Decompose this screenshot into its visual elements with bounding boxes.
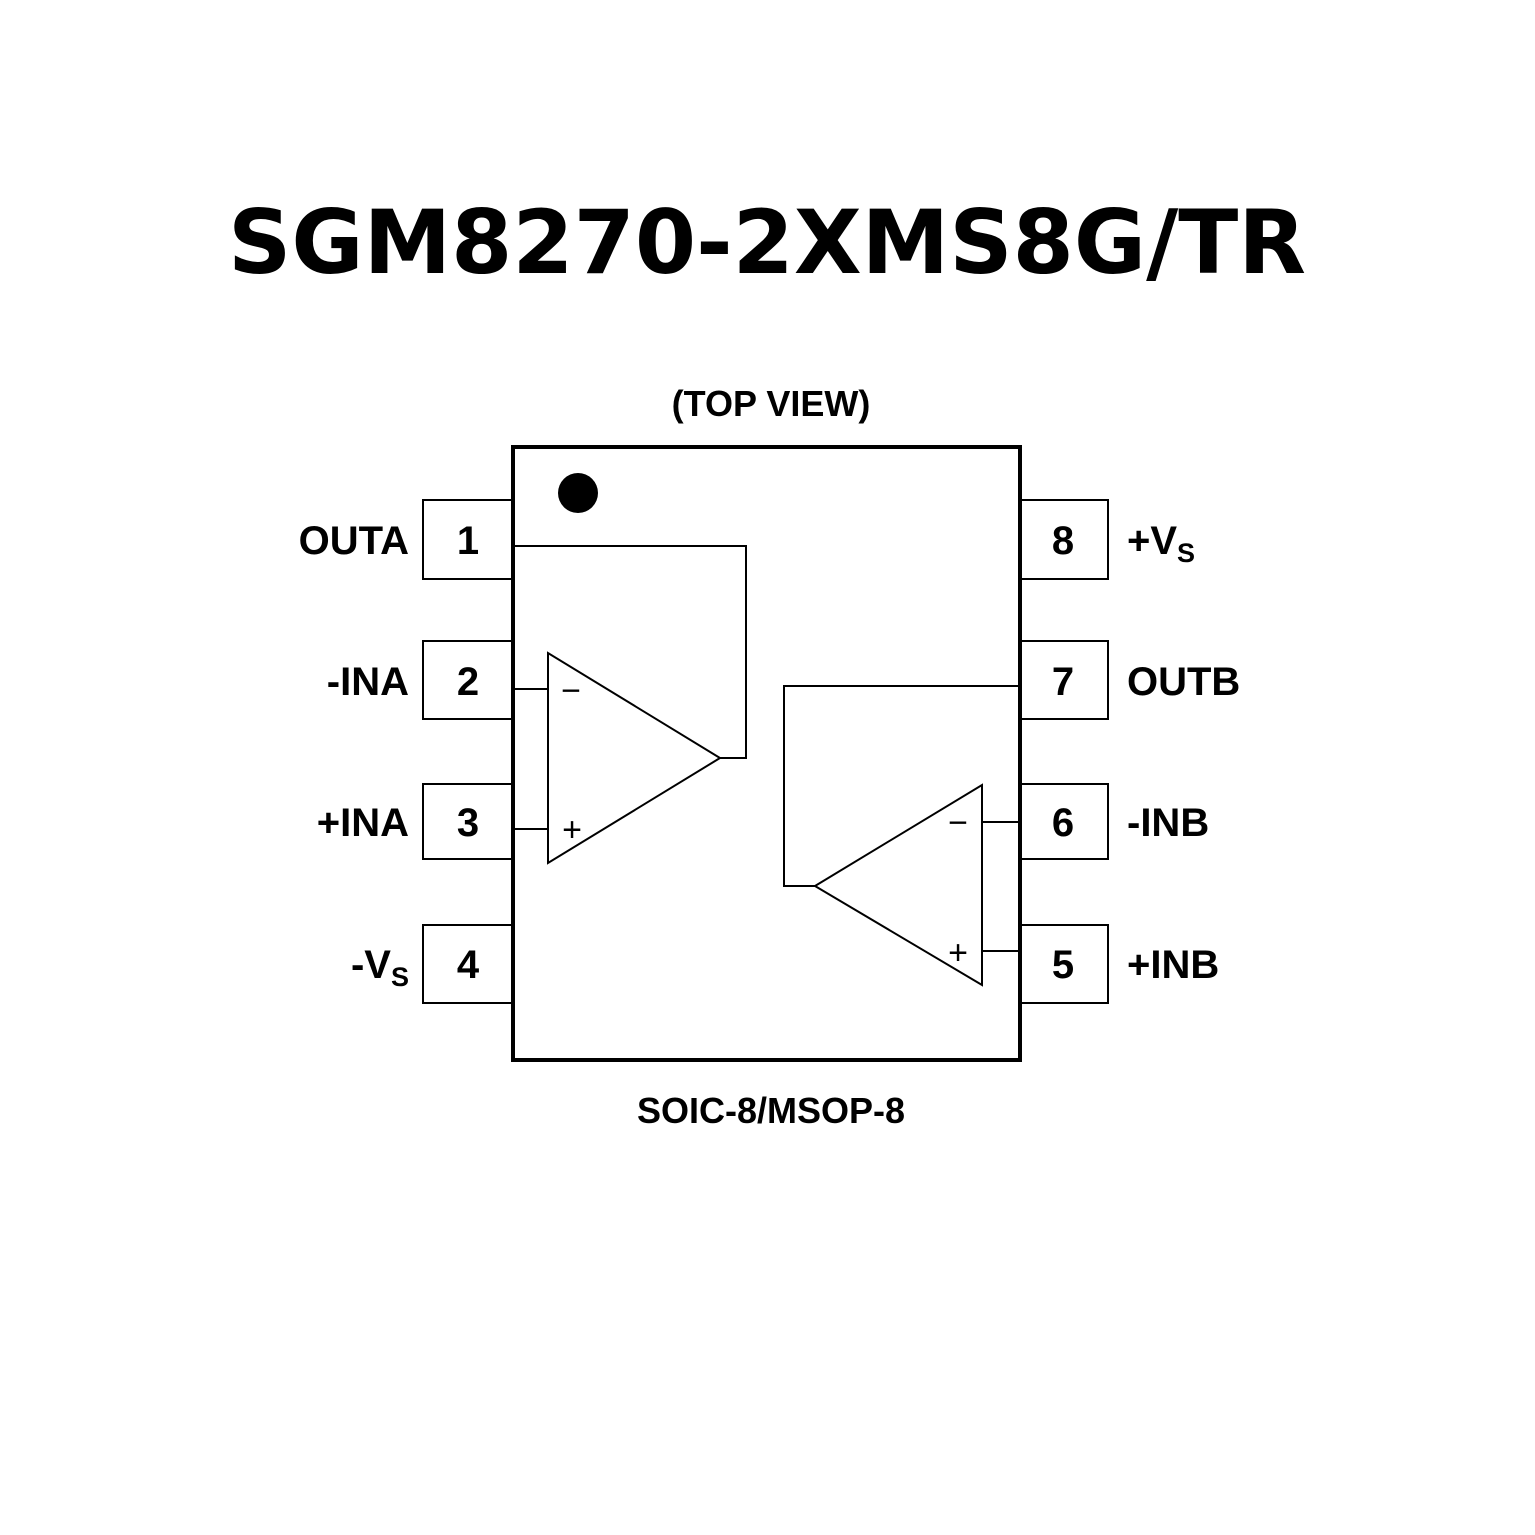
pin-8-number: 8 — [1052, 519, 1074, 563]
opamp-b-plus-sign: + — [948, 934, 968, 972]
pin-7-name: OUTB — [1127, 660, 1240, 704]
top-view-label: (TOP VIEW) — [672, 383, 871, 424]
pin-1-number: 1 — [457, 519, 479, 563]
pin-4-name: -VS — [351, 943, 409, 992]
chip-body — [511, 445, 1022, 1062]
pin-5-box — [1019, 924, 1109, 1004]
opamp-a-output-wire — [513, 545, 747, 759]
pin-5-name: +INB — [1127, 943, 1219, 987]
opamp-a-minus-sign: − — [561, 672, 581, 710]
pin-6-name: -INB — [1127, 801, 1209, 845]
opamp-a-triangle — [547, 651, 722, 865]
pin-1-name: OUTA — [299, 519, 409, 563]
package-label: SOIC-8/MSOP-8 — [637, 1090, 905, 1131]
part-number-title: SGM8270-2XMS8G/TR — [228, 191, 1306, 294]
pin-3-name: +INA — [317, 801, 409, 845]
pin1-indicator-dot — [558, 473, 598, 513]
opamp-b-triangle — [813, 783, 983, 987]
opamp-b-output-wire — [783, 685, 1020, 887]
opamp-a-plus-sign: + — [562, 811, 582, 849]
pin-2-box — [422, 640, 514, 720]
pin-4-number: 4 — [457, 943, 480, 987]
pin-8-name: +VS — [1127, 519, 1195, 568]
pin-7-number: 7 — [1052, 660, 1074, 704]
opamp-b-minus-sign: − — [948, 804, 968, 842]
pin-2-name: -INA — [327, 660, 409, 704]
pin-5-number: 5 — [1052, 943, 1074, 987]
pin-3-box — [422, 783, 514, 860]
pin-1-box — [422, 499, 514, 580]
pin-6-number: 6 — [1052, 801, 1074, 845]
pin-2-number: 2 — [457, 660, 479, 704]
pin-3-number: 3 — [457, 801, 479, 845]
pin-8-box — [1019, 499, 1109, 580]
pin-4-box — [422, 924, 514, 1004]
pin-7-box — [1019, 640, 1109, 720]
